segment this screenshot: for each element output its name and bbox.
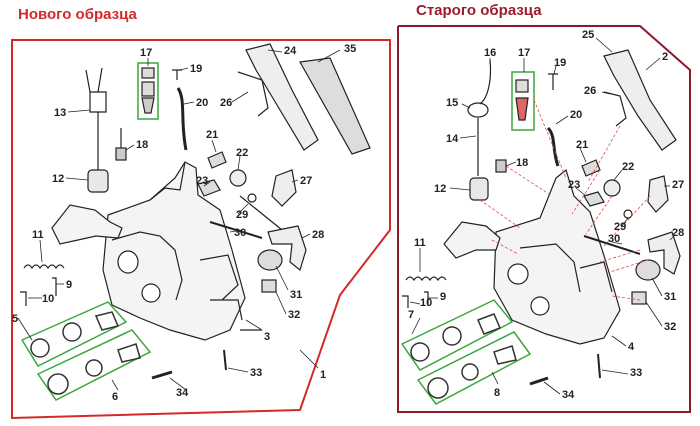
label-old-17: 17 (518, 47, 530, 59)
label-old-10: 10 (420, 297, 432, 309)
new-model-drawing (20, 43, 371, 380)
new-group-6 (36, 329, 152, 401)
label-new-10: 10 (42, 293, 54, 305)
label-new-35: 35 (344, 43, 356, 55)
label-old-2: 2 (662, 51, 668, 63)
label-old-22: 22 (622, 161, 634, 173)
label-new-17: 17 (140, 47, 152, 59)
new-labels: 17 19 24 35 13 18 20 26 21 22 12 23 27 2… (12, 43, 356, 403)
label-new-3: 3 (264, 331, 270, 343)
label-old-16: 16 (484, 47, 496, 59)
label-new-34: 34 (176, 387, 189, 399)
label-old-21: 21 (576, 139, 588, 151)
label-new-1: 1 (320, 369, 326, 381)
new-group-5 (20, 301, 128, 367)
label-new-27: 27 (300, 175, 312, 187)
old-group-8 (416, 331, 532, 405)
label-old-31: 31 (664, 291, 676, 303)
label-new-23: 23 (196, 175, 208, 187)
label-old-14: 14 (446, 133, 459, 145)
new-model-frame (11, 39, 391, 420)
label-old-23: 23 (568, 179, 580, 191)
title-new-model: Нового образца (18, 6, 137, 23)
label-new-20: 20 (196, 97, 208, 109)
title-old-model: Старого образца (416, 2, 542, 19)
old-labels: 16 17 25 2 15 19 26 14 20 18 21 12 22 23… (408, 29, 684, 401)
label-new-22: 22 (236, 147, 248, 159)
label-new-30: 30 (234, 227, 246, 239)
label-new-29: 29 (236, 209, 248, 221)
label-new-32: 32 (288, 309, 300, 321)
label-old-7: 7 (408, 309, 414, 321)
label-old-15: 15 (446, 97, 458, 109)
label-old-25: 25 (582, 29, 594, 41)
label-old-34: 34 (562, 389, 575, 401)
label-old-9: 9 (440, 291, 446, 303)
label-new-28: 28 (312, 229, 324, 241)
label-old-4: 4 (628, 341, 635, 353)
label-old-28: 28 (672, 227, 684, 239)
label-old-32: 32 (664, 321, 676, 333)
label-new-12: 12 (52, 173, 64, 185)
old-group-7 (400, 299, 514, 371)
label-new-18: 18 (136, 139, 148, 151)
label-old-33: 33 (630, 367, 642, 379)
label-new-24: 24 (284, 45, 297, 57)
label-old-12: 12 (434, 183, 446, 195)
label-old-27: 27 (672, 179, 684, 191)
label-new-11: 11 (32, 229, 44, 241)
label-old-30: 30 (608, 233, 620, 245)
label-new-13: 13 (54, 107, 66, 119)
old-leaders (409, 37, 675, 395)
label-old-11: 11 (414, 237, 426, 249)
label-new-5: 5 (12, 313, 18, 325)
label-new-9: 9 (66, 279, 72, 291)
label-new-21: 21 (206, 129, 218, 141)
label-new-6: 6 (112, 391, 118, 403)
label-old-29: 29 (614, 221, 626, 233)
old-callout-lines (479, 99, 651, 301)
label-new-31: 31 (290, 289, 302, 301)
label-old-18: 18 (516, 157, 528, 169)
label-old-19: 19 (554, 57, 566, 69)
new-leaders (17, 49, 341, 391)
label-old-8: 8 (494, 387, 500, 399)
old-model-frame (397, 25, 691, 413)
label-new-19: 19 (190, 63, 202, 75)
label-new-33: 33 (250, 367, 262, 379)
label-old-26: 26 (584, 85, 596, 97)
old-model-drawing (402, 49, 681, 386)
label-new-26: 26 (220, 97, 232, 109)
label-old-20: 20 (570, 109, 582, 121)
